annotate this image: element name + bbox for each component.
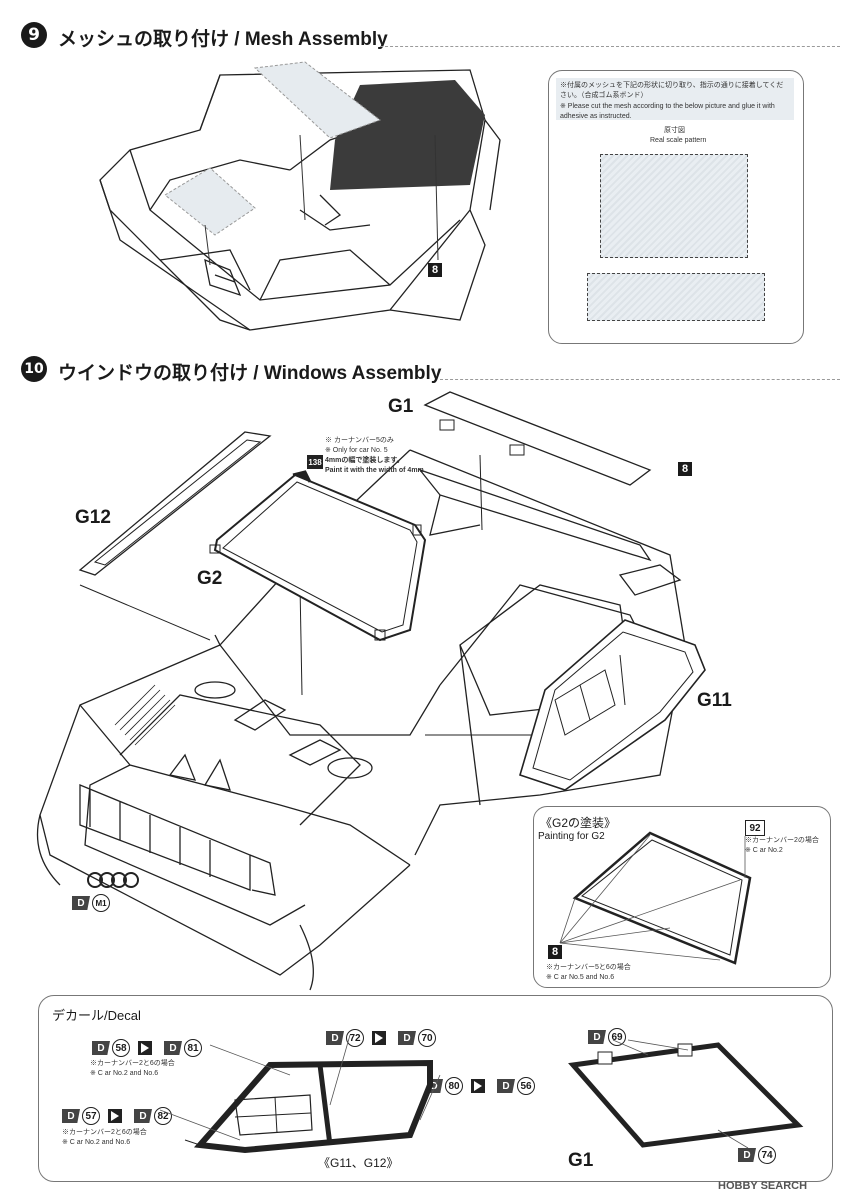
g2-painting-diagram xyxy=(559,831,752,965)
decal-80: 80 xyxy=(445,1077,463,1095)
decal-c-or-icon xyxy=(372,1031,386,1045)
step-9-number: 9 xyxy=(21,22,47,48)
label-g2: G2 xyxy=(197,568,223,589)
decal-b-note-jp: ※カーナンバー2と6の場合 xyxy=(62,1129,147,1136)
g2-painting-part-8: 8 xyxy=(548,945,562,959)
g2-painting-note-bottom-jp: ※カーナンバー5と6の場合 xyxy=(546,964,631,971)
label-g1: G1 xyxy=(388,396,414,417)
step-9-divider xyxy=(380,46,840,47)
mesh-note-jp: ※付属のメッシュを下記の形状に切り取り、指示の通りに接着してください。（合成ゴム… xyxy=(560,82,784,99)
scale-label-en: Real scale pattern xyxy=(650,137,707,144)
decal-81: 81 xyxy=(184,1039,202,1057)
decal-56: 56 xyxy=(517,1077,535,1095)
label-g11: G11 xyxy=(697,690,732,711)
audi-rings-emblem xyxy=(87,872,139,888)
mesh-note-strip xyxy=(556,78,794,120)
decal-a-note-en: ※ C ar No.2 and No.6 xyxy=(90,1070,159,1077)
label-g12: G12 xyxy=(75,507,111,528)
watermark: HOBBY SEARCH xyxy=(718,1180,808,1192)
decal-a-prefix-1: D xyxy=(92,1041,110,1055)
step-10-divider xyxy=(440,379,840,380)
g2-note-line4: Paint it with the width of 4mm. xyxy=(325,467,426,474)
decal-d-prefix-2: D xyxy=(497,1079,515,1093)
decal-72: 72 xyxy=(346,1029,364,1047)
g2-note-line3: 4mmの幅で塗装します。 xyxy=(325,457,404,464)
step-9-part-8-label: 8 xyxy=(428,263,442,277)
g2-note-line2: ※ Only for car No. 5 xyxy=(325,447,388,454)
decal-69: 69 xyxy=(608,1028,626,1046)
step-10-title: ウインドウの取り付け / Windows Assembly xyxy=(58,363,442,384)
mesh-pattern-large xyxy=(600,154,748,258)
g11-side-window-part xyxy=(519,619,706,791)
g2-windscreen-part xyxy=(209,470,427,642)
g1-sunroof-part xyxy=(423,391,652,486)
g2-painting-note-top-en: ※ C ar No.2 xyxy=(745,847,783,854)
decal-c-prefix-1: D xyxy=(326,1031,344,1045)
g12-window-part xyxy=(78,431,272,576)
g2-painting-code: 92 xyxy=(745,820,765,836)
decal-label-g1: G1 xyxy=(568,1150,594,1171)
decal-a-or-icon xyxy=(138,1041,152,1055)
decal-74: 74 xyxy=(758,1146,776,1164)
decal-g1-bottom-prefix: D xyxy=(738,1148,756,1162)
g11-g12-decal-diagram xyxy=(159,1034,441,1154)
decal-57: 57 xyxy=(82,1107,100,1125)
decal-b-prefix-1: D xyxy=(62,1109,80,1123)
caption-g11-g12: 《G11、G12》 xyxy=(318,1156,399,1170)
decal-70: 70 xyxy=(418,1029,436,1047)
decal-b-or-icon xyxy=(108,1109,122,1123)
mesh-pattern-small xyxy=(587,273,765,321)
decal-a-prefix-2: D xyxy=(164,1041,182,1055)
step-10-number: 10 xyxy=(21,356,47,382)
mesh-ghost-left xyxy=(164,167,256,236)
car-body-illustration xyxy=(36,449,686,991)
decal-d-or-icon xyxy=(471,1079,485,1093)
emblem-decal-prefix: D xyxy=(72,896,90,910)
decal-title: デカール/Decal xyxy=(52,1008,141,1023)
decal-b-note-en: ※ C ar No.2 and No.6 xyxy=(62,1139,131,1146)
decal-g1-top-prefix: D xyxy=(588,1030,606,1044)
g2-note-line1: ※ カーナンバー5のみ xyxy=(325,437,394,444)
decal-c-prefix-2: D xyxy=(398,1031,416,1045)
g2-paint-code-badge: 138 xyxy=(307,455,323,469)
mesh-assembly-illustration xyxy=(99,61,501,331)
mesh-ghost-top xyxy=(253,61,382,139)
g2-painting-title: 《G2の塗装》 xyxy=(540,816,617,830)
step-10-part-8-label: 8 xyxy=(678,462,692,476)
decal-b-prefix-2: D xyxy=(134,1109,152,1123)
decal-58: 58 xyxy=(112,1039,130,1057)
step-9-title: メッシュの取り付け / Mesh Assembly xyxy=(58,29,388,50)
decal-a-note-jp: ※カーナンバー2と6の場合 xyxy=(90,1060,175,1067)
emblem-decal-code: M1 xyxy=(92,894,110,912)
g1-decal-diagram xyxy=(568,1039,804,1149)
g2-painting-subtitle: Painting for G2 xyxy=(538,831,605,842)
decal-82: 82 xyxy=(154,1107,172,1125)
mesh-note-en: ※ Please cut the mesh according to the b… xyxy=(560,103,775,120)
g2-painting-note-top-jp: ※カーナンバー2の場合 xyxy=(745,837,819,844)
scale-label-jp: 原寸図 xyxy=(664,127,685,134)
mesh-right-panel xyxy=(330,80,485,190)
g2-painting-note-bottom-en: ※ C ar No.5 and No.6 xyxy=(546,974,615,981)
